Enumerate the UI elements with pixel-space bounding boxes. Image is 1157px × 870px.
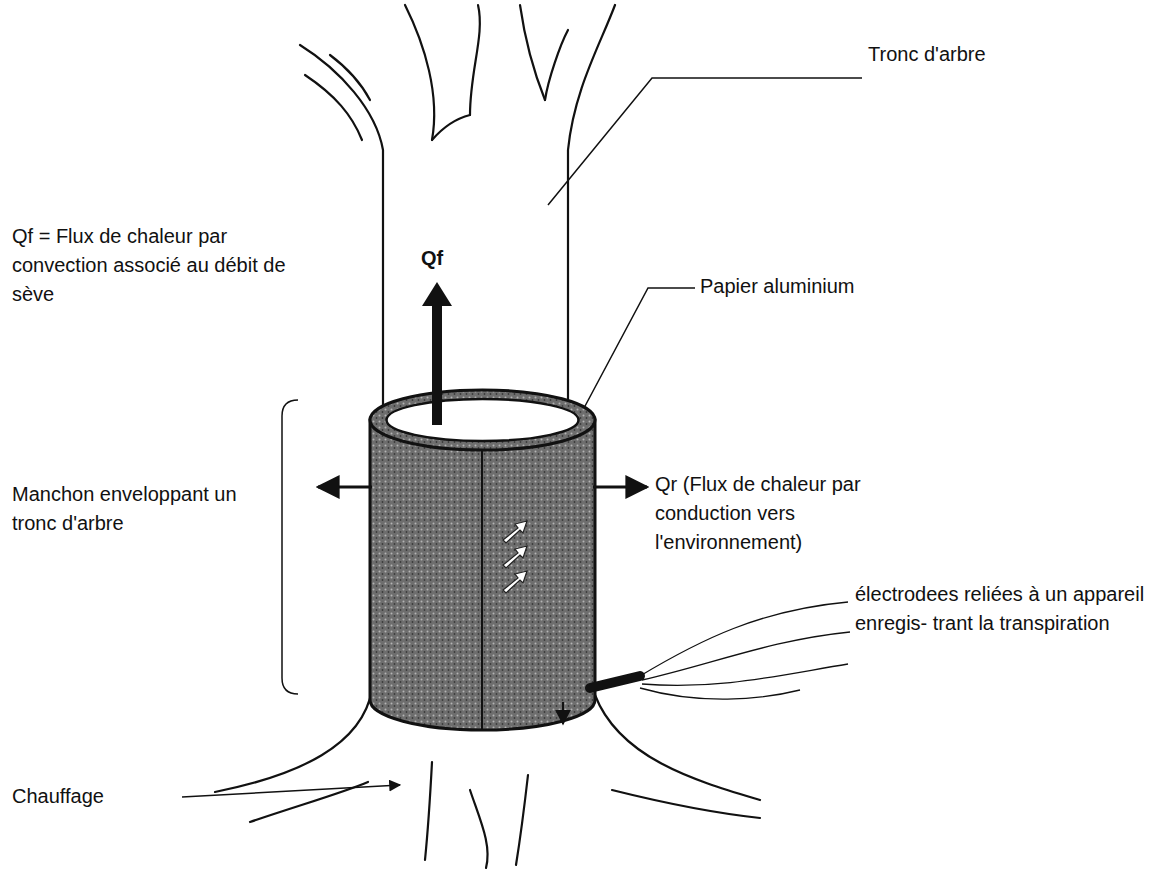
heating-arrows — [503, 521, 527, 593]
part-label-box: Tronc d'arbre — [868, 40, 1138, 69]
flux-symbol: Qf — [421, 244, 461, 273]
part-label-box: Papier aluminium — [700, 272, 940, 301]
part-label: Tronc d'arbre — [868, 40, 1138, 69]
part-label: Manchon enveloppant un tronc d'arbre — [12, 480, 252, 538]
flow-arrow — [422, 282, 452, 425]
part-label-box: Chauffage — [12, 782, 182, 811]
cable — [590, 676, 640, 688]
bracket — [282, 400, 298, 694]
part-label: Chauffage — [12, 782, 182, 811]
trunk-outline — [215, 5, 760, 868]
heat-flux-note: Qf = Flux de chaleur par convection asso… — [12, 222, 312, 309]
heat-flux-note: Qr (Flux de chaleur par conduction vers … — [655, 470, 925, 557]
part-label: Papier aluminium — [700, 272, 940, 301]
part-label-box: électrodees reliées à un appareil enregi… — [855, 580, 1145, 638]
sleeve — [370, 390, 595, 730]
heat-flux-note-box: Qf = Flux de chaleur par convection asso… — [12, 222, 312, 309]
flux-symbol-box: Qf — [421, 244, 461, 273]
loss-arrow — [318, 486, 372, 489]
loss-arrow — [593, 486, 647, 489]
wires — [640, 602, 850, 699]
part-label-box: Manchon enveloppant un tronc d'arbre — [12, 480, 252, 538]
part-label: électrodees reliées à un appareil enregi… — [855, 580, 1145, 638]
heat-flux-note-box: Qr (Flux de chaleur par conduction vers … — [655, 470, 925, 557]
leader-lines — [182, 78, 862, 797]
